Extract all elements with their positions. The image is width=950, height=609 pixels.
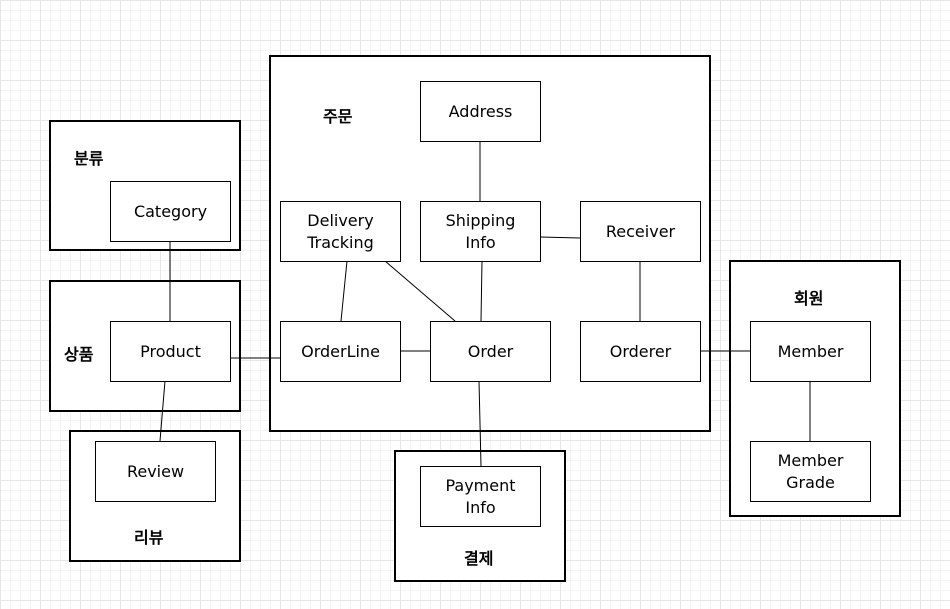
connector-shipping-order: [480, 260, 483, 322]
entity-address: Address: [420, 81, 541, 142]
entity-order: Order: [430, 321, 551, 382]
entity-review: Review: [95, 441, 216, 502]
connector-order-payment: [478, 380, 482, 467]
entity-member-grade: Member Grade: [750, 441, 871, 502]
entity-delivery-tracking: Delivery Tracking: [280, 201, 401, 262]
entity-orderer: Orderer: [580, 321, 701, 382]
group-label-payment: 결제: [464, 549, 494, 568]
connector-product-review: [159, 380, 166, 442]
entity-product: Product: [110, 321, 231, 382]
connector-shipping-receiver: [539, 236, 581, 239]
group-label-member: 회원: [794, 289, 824, 308]
group-label-product: 상품: [64, 345, 94, 364]
group-label-review: 리뷰: [134, 528, 164, 547]
entity-category: Category: [110, 181, 231, 242]
entity-shipping-info: Shipping Info: [420, 201, 541, 262]
group-label-category: 분류: [74, 149, 104, 168]
entity-order-line: OrderLine: [280, 321, 401, 382]
connector-delivery-orderline: [340, 260, 348, 322]
entity-receiver: Receiver: [580, 201, 701, 262]
group-label-order: 주문: [323, 107, 353, 126]
entity-member: Member: [750, 321, 871, 382]
connector-delivery-order: [384, 260, 456, 322]
entity-payment-info: Payment Info: [420, 466, 541, 527]
